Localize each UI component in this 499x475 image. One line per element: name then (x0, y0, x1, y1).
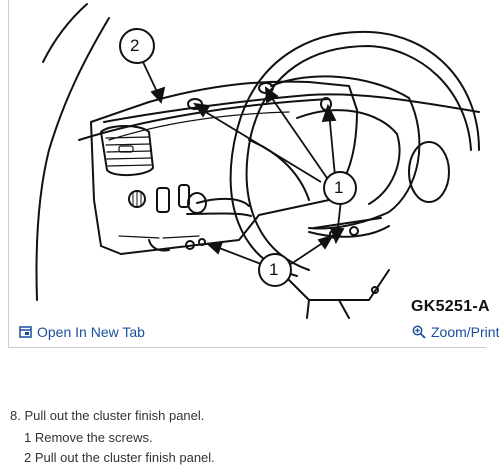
open-in-new-tab-icon (19, 326, 32, 338)
step-heading: 8. Pull out the cluster finish panel. (10, 408, 205, 423)
open-in-new-tab-link[interactable]: Open In New Tab (19, 324, 145, 340)
page: 2 1 1 GK5251-A Open In New Tab (8, 0, 499, 469)
cluster-panel-illustration[interactable] (9, 0, 486, 320)
substep-item: 1 Remove the screws. (24, 430, 153, 445)
instruction-steps: 8. Pull out the cluster finish panel. 1 … (10, 407, 480, 469)
zoom-print-label: Zoom/Print (431, 324, 499, 340)
magnifier-plus-icon (412, 325, 426, 339)
callout-label-2: 2 (130, 36, 140, 55)
zoom-print-link[interactable]: Zoom/Print (412, 324, 499, 340)
callout-label-1-lower: 1 (269, 260, 279, 279)
substep-item: 2 Pull out the cluster finish panel. (24, 450, 215, 465)
substep-list: 1 Remove the screws. 2 Pull out the clus… (10, 429, 480, 466)
figure-toolbar: Open In New Tab Zoom/Print (9, 322, 499, 346)
open-in-new-tab-label: Open In New Tab (37, 324, 145, 340)
figure-code: GK5251-A (411, 298, 490, 315)
callout-label-1-upper: 1 (334, 178, 344, 197)
illustration-panel: 2 1 1 GK5251-A Open In New Tab (8, 0, 499, 348)
